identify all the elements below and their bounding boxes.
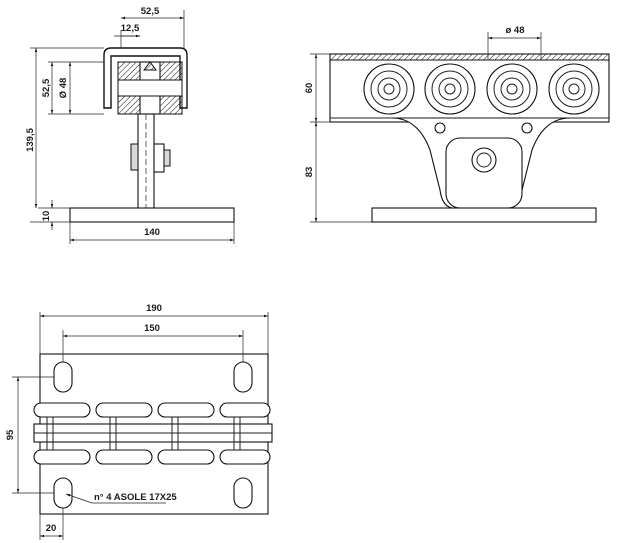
plan-view: 190 150 95 20 n° 4 ASOLE 17X25 (5, 303, 273, 540)
right-lower-wheel (159, 95, 183, 115)
slot-top-left (53, 361, 73, 393)
slot-top-right (233, 361, 253, 393)
slot-bottom-left (53, 477, 73, 509)
left-fixing-hole (434, 122, 446, 134)
dim-base-thickness: 10 (41, 211, 52, 222)
side-base-plate (371, 207, 597, 223)
base-plate (69, 207, 235, 223)
dim-base-width: 140 (144, 227, 160, 238)
side-wheel-1 (363, 63, 415, 115)
stem-nut-right (163, 149, 171, 167)
dim-plate-depth: 95 (5, 429, 16, 440)
pivot-bolt (471, 147, 497, 173)
right-upper-wheel (159, 61, 183, 81)
rail-top-hatch (329, 53, 610, 61)
wheel-row-lower (33, 449, 271, 465)
center-wedge (143, 61, 157, 71)
right-fixing-hole (521, 122, 533, 134)
axle-block (117, 79, 183, 97)
side-view: ø 48 60 83 (304, 25, 610, 223)
dim-total-height: 139,5 (25, 127, 36, 151)
slot-note: n° 4 ASOLE 17X25 (94, 492, 177, 503)
axle-stubs (46, 417, 241, 450)
dim-wheel-diameter: Ø 48 (58, 78, 69, 99)
dim-plate-length: 190 (146, 303, 162, 314)
left-upper-wheel (117, 61, 141, 81)
side-wheel-4 (548, 63, 600, 115)
front-view: 52,5 12,5 52,5 Ø 48 139,5 10 140 (25, 6, 235, 244)
wheel-row-upper (33, 402, 271, 418)
dim-hole-spacing-label: 150 (144, 323, 160, 334)
left-lower-wheel (117, 95, 141, 115)
stem-nut-left (130, 143, 139, 171)
dim-top-width: 52,5 (141, 6, 160, 17)
dim-rail-height: 52,5 (41, 78, 52, 97)
rail-profile (103, 47, 188, 109)
slot-bottom-right (233, 477, 253, 509)
side-wheel-3 (486, 63, 538, 115)
side-wheel-2 (424, 63, 476, 115)
dim-lower-height: 83 (304, 167, 315, 178)
dim-upper-height: 60 (304, 83, 315, 94)
dim-side-wheel-diameter: ø 48 (505, 25, 524, 36)
dim-inner-width: 12,5 (121, 23, 140, 34)
stem-block (153, 143, 165, 173)
dim-edge-offset: 20 (46, 523, 57, 534)
